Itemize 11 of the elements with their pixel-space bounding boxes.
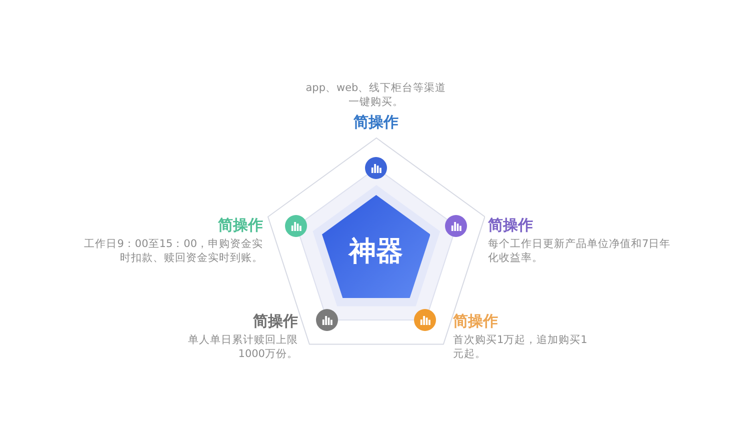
feature-heading: 简操作 — [217, 216, 263, 235]
feature-description: app、web、线下柜台等渠道一键购买。 — [304, 82, 448, 109]
feature-description: 单人单日累计赎回上限1000万份。 — [187, 334, 298, 361]
feature-heading: 简操作 — [352, 113, 400, 132]
feature-description: 工作日9：00至15：00，申购资金实时扣款、赎回资金实时到账。 — [83, 238, 263, 265]
feature-heading: 简操作 — [488, 216, 534, 235]
feature-heading: 简操作 — [252, 312, 298, 331]
feature-description: 首次购买1万起，追加购买1元起。 — [453, 334, 588, 361]
pentagon: 神器 — [322, 195, 430, 298]
feature-heading: 简操作 — [453, 312, 499, 331]
feature-description: 每个工作日更新产品单位净值和7日年化收益率。 — [488, 238, 672, 265]
